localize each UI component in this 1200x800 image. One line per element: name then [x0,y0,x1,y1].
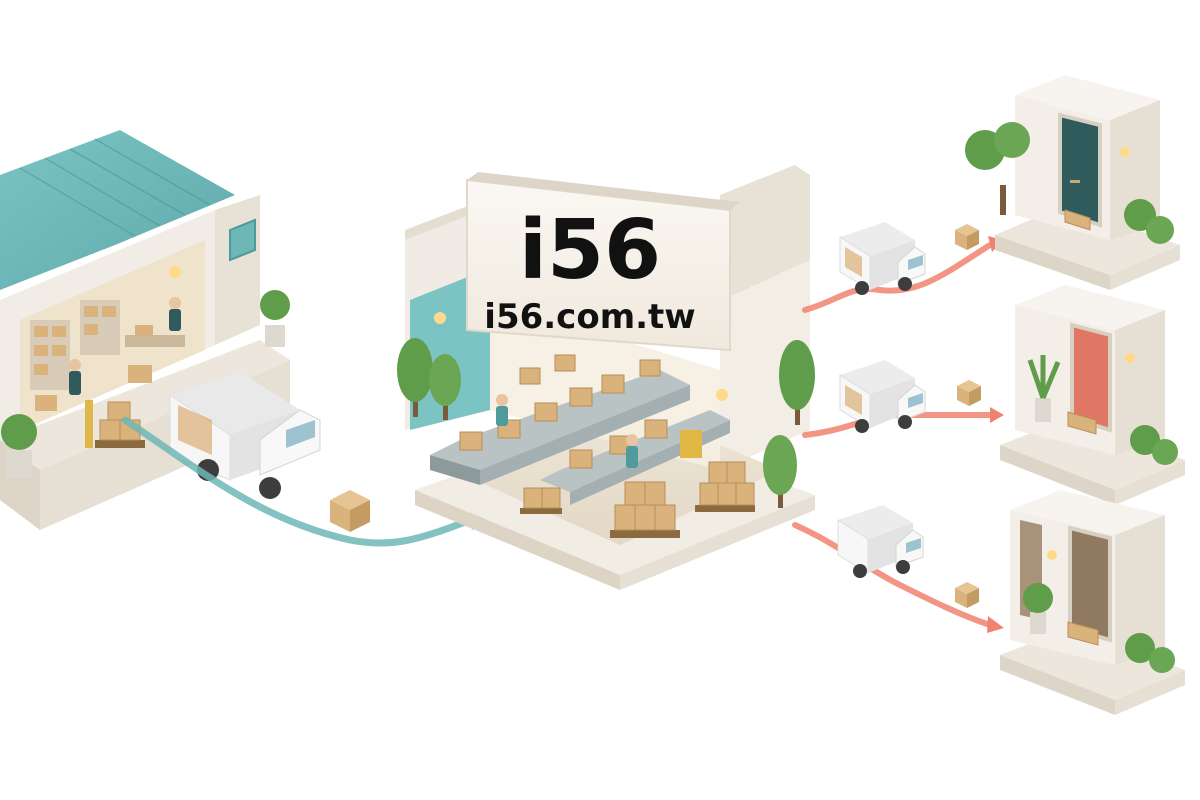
hub-worker [496,394,508,426]
potted-plant [260,290,290,347]
tree [779,340,815,425]
potted-plant [1,414,37,478]
pallet-of-boxes [520,487,562,514]
storage-shelves [30,300,120,390]
parcel-box-icon [955,582,979,608]
fulfillment-center: i56 i56.com.tw [397,165,815,590]
house-entrance-icon [1000,285,1185,505]
parcel-box-icon [955,224,979,250]
tree [429,354,461,420]
house-entrance-icon [1000,490,1185,715]
potted-plant [1124,199,1174,244]
potted-plant [1125,633,1175,673]
potted-plant [965,122,1030,215]
hand-cart [680,430,702,458]
wall-lamp-icon [1120,147,1130,157]
pallet-of-boxes [695,461,755,512]
delivery-truck-icon [169,372,321,499]
house-entrance-icon [965,75,1180,290]
conveyor-belt [430,370,690,485]
hub-worker [626,434,638,468]
potted-plant [1023,583,1053,634]
wall-lamp-icon [434,312,446,324]
front-door [1070,322,1112,433]
brand-name: i56 [519,203,661,298]
warehouse-worker [69,359,81,395]
parcel-box-icon [957,380,981,406]
parcel-box-icon [330,490,370,532]
wall-lamp-icon [716,389,728,401]
pallet-of-boxes [610,481,680,538]
wall-lamp-icon [1047,550,1057,560]
warehouse-worker [169,297,181,331]
potted-plant [1027,355,1061,422]
hub-sign: i56 i56.com.tw [466,172,740,352]
tree [763,435,797,508]
warehouse-window [229,218,256,262]
potted-plant [1130,425,1178,465]
ceiling-lamp-icon [169,266,181,278]
inbound-flow-arrow [121,416,488,547]
warehouse-roof [0,130,235,290]
front-door [1058,112,1102,228]
front-door [1068,525,1112,643]
delivery-truck-icon [839,360,926,433]
brand-url: i56.com.tw [484,297,695,337]
tree [397,338,433,417]
delivery-truck-icon [839,222,926,295]
wall-lamp-icon [1125,353,1135,363]
delivery-truck-icon [837,505,924,578]
outbound-flow-arrow [792,522,1004,633]
